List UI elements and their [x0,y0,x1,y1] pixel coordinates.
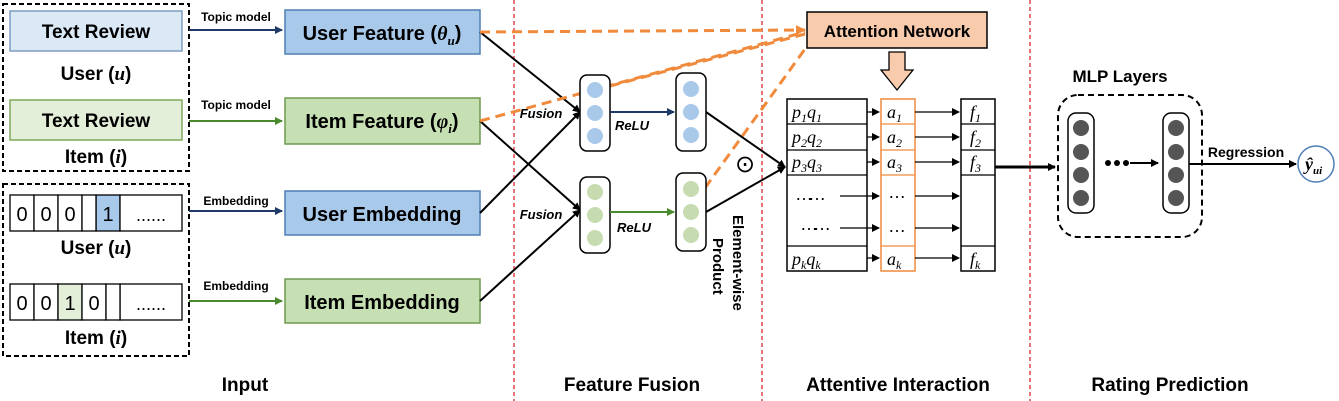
user-feature-label: User Feature (θu) [303,23,462,48]
attention-down-arrow [879,51,915,92]
item-embedding-box [284,278,481,324]
a-row-3: a3 [887,152,902,175]
id-input-group [2,183,190,357]
user-feature-to-fusion [479,31,581,113]
relu-bottom-label: ReLU [617,220,652,235]
mlp-layer-1 [1067,112,1095,214]
fusion-bottom-label: Fusion [520,207,563,222]
section-attentive-interaction: Attentive Interaction [806,375,990,396]
mlp-layer-2 [1162,112,1190,214]
user-onehot-0: 0 [16,204,27,226]
elementwise-line1: Element-wise [729,215,746,311]
embedding-item-label: Embedding [203,279,268,293]
pq-row-3: p3q3 [790,152,822,175]
elementwise-line2: Product [709,238,726,295]
a-dots-1: … [888,182,906,202]
user-onehot-2: 0 [64,204,75,226]
item-text-review-box [9,99,183,141]
f-row-3: f3 [970,152,981,175]
user-label: User (u) [61,64,132,85]
mlp-layers-label: MLP Layers [1072,67,1167,86]
user-embedding-box [284,190,481,236]
fusion-bottom-column [579,176,611,254]
topic-model-user-label: Topic model [201,10,271,24]
user-onehot-more: ...... [136,205,166,225]
relu-top-column [675,72,707,152]
pq-row-1: p1q1 [790,102,822,125]
topic-model-item-label: Topic model [201,98,271,112]
user-onehot-vector: 0 0 0 1 ...... [9,194,183,232]
user-embedding-label: User Embedding [303,204,462,226]
fusion-bottom-to-attention [703,41,812,189]
item-onehot-0: 0 [16,293,27,315]
section-input: Input [222,375,269,396]
user-feature-box [284,9,481,55]
item-embedding-label: Item Embedding [304,292,460,314]
attention-network-label: Attention Network [824,22,971,41]
odot-symbol: ⊙ [735,151,755,178]
embedding-user-label: Embedding [203,194,268,208]
relu-top-label: ReLU [615,118,650,133]
mlp-ellipsis [1105,159,1159,167]
rating-output-label: ŷui [1303,154,1323,177]
a-row-1: a1 [887,102,902,125]
user-text-review-label: Text Review [42,22,151,43]
item-onehot-more: ...... [136,294,166,314]
user-text-review-box [9,10,183,52]
pq-dots-1b: … [808,184,826,204]
rating-output-node [1297,145,1335,183]
item-feature-label: Item Feature (φi) [305,111,458,136]
relu-bottom-to-product [705,166,786,213]
pq-dots-1: … [795,184,813,204]
fusion-top-to-attention [609,32,806,88]
pq-row-2: p2q2 [790,127,822,150]
relu-top-to-product [705,111,786,168]
item-feature-to-fusion [479,120,581,211]
regression-label: Regression [1208,144,1284,160]
user-id-label: User (u) [61,238,132,259]
attention-weight-column [880,98,916,272]
item-onehot-3: 0 [88,293,99,315]
user-onehot-1: 0 [40,204,51,226]
section-feature-fusion: Feature Fusion [564,375,700,396]
user-embedding-to-fusion [479,111,581,214]
item-onehot-vector: 0 0 1 0 ...... [9,283,183,321]
pq-dots-2b: … [813,214,831,234]
item-embedding-to-fusion [479,209,581,302]
pq-column [786,98,868,272]
fusion-top-label: Fusion [520,106,563,121]
f-column [960,98,996,272]
a-row-k: ak [887,249,902,272]
pq-row-k: pkqk [790,249,821,272]
item-id-label: Item (i) [65,328,127,349]
user-onehot-3: 1 [102,204,113,226]
mlp-group [1057,94,1203,238]
f-row-k: fk [970,249,981,272]
a-row-2: a2 [887,127,902,150]
item-label: Item (i) [65,147,127,168]
attention-network-box [806,11,988,49]
item-onehot-2: 1 [64,293,75,315]
item-feature-box [284,97,481,145]
section-rating-prediction: Rating Prediction [1091,375,1248,396]
fusion-top-column [579,74,611,152]
a-dots-2: … [888,216,906,236]
relu-bottom-column [675,172,707,252]
review-input-group [2,3,190,172]
f-row-1: f1 [970,102,981,125]
item-text-review-label: Text Review [42,111,151,132]
user-feature-to-attention [479,25,806,36]
pq-dots-2: … [800,214,818,234]
f-row-2: f2 [970,127,981,150]
item-onehot-1: 0 [40,293,51,315]
